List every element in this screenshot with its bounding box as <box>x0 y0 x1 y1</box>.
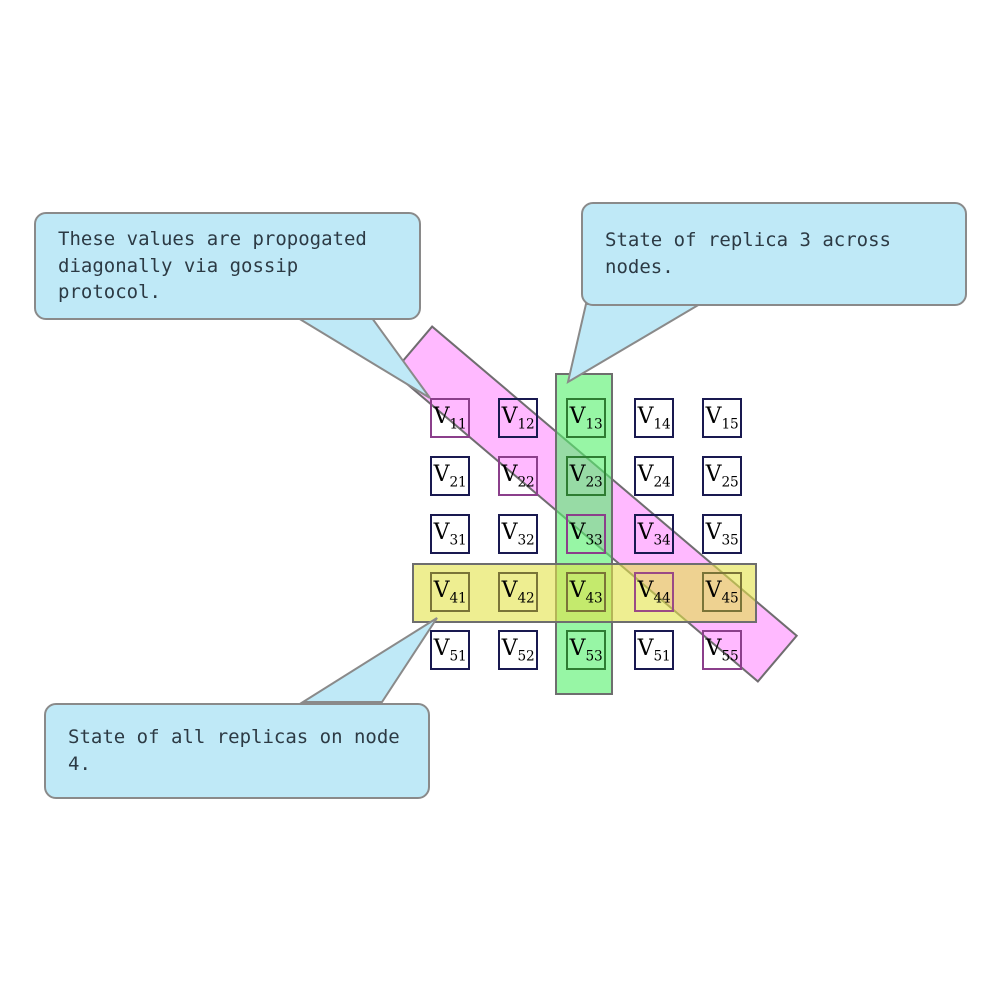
grid-cell-subscript: 21 <box>449 474 467 491</box>
callout-node-4-row: State of all replicas on node 4. <box>44 703 430 799</box>
grid-cell-v15: V15 <box>702 398 742 438</box>
grid-cell-subscript: 45 <box>721 590 739 607</box>
grid-cell-subscript: 15 <box>721 416 739 433</box>
grid-cell-subscript: 43 <box>585 590 603 607</box>
grid-cell-subscript: 34 <box>653 532 671 549</box>
grid-cell-v43: V43 <box>566 572 606 612</box>
grid-cell-v12: V12 <box>498 398 538 438</box>
grid-cell-label: V52 <box>501 635 535 665</box>
grid-cell-v41: V41 <box>430 572 470 612</box>
grid-cell-subscript: 13 <box>585 416 603 433</box>
grid-cell-v52: V52 <box>498 630 538 670</box>
grid-cell-v44: V44 <box>634 572 674 612</box>
grid-cell-subscript: 52 <box>517 648 535 665</box>
grid-cell-subscript: 35 <box>721 532 739 549</box>
grid-cell-subscript: 24 <box>653 474 671 491</box>
grid-cell-subscript: 41 <box>449 590 467 607</box>
grid-cell-label: V23 <box>569 461 603 491</box>
replica-3-column-band <box>555 373 613 695</box>
grid-cell-label: V45 <box>705 577 739 607</box>
grid-cell-v23: V23 <box>566 456 606 496</box>
grid-cell-label: V24 <box>637 461 671 491</box>
grid-cell-label: V33 <box>569 519 603 549</box>
grid-cell-v51: V51 <box>634 630 674 670</box>
grid-cell-subscript: 55 <box>721 648 739 665</box>
grid-cell-v33: V33 <box>566 514 606 554</box>
grid-cell-subscript: 31 <box>449 532 467 549</box>
grid-cell-v22: V22 <box>498 456 538 496</box>
grid-cell-subscript: 44 <box>653 590 671 607</box>
grid-cell-label: V51 <box>433 635 467 665</box>
grid-cell-v13: V13 <box>566 398 606 438</box>
grid-cell-subscript: 33 <box>585 532 603 549</box>
grid-cell-subscript: 51 <box>449 648 467 665</box>
grid-cell-label: V34 <box>637 519 671 549</box>
callout-replica-3-column: State of replica 3 across nodes. <box>581 202 967 306</box>
grid-cell-v14: V14 <box>634 398 674 438</box>
grid-cell-label: V13 <box>569 403 603 433</box>
callout-gossip-diagonal: These values are propogated diagonally v… <box>34 212 421 320</box>
grid-cell-subscript: 23 <box>585 474 603 491</box>
grid-cell-label: V25 <box>705 461 739 491</box>
grid-cell-subscript: 51 <box>653 648 671 665</box>
grid-cell-v55: V55 <box>702 630 742 670</box>
grid-cell-label: V14 <box>637 403 671 433</box>
grid-cell-v24: V24 <box>634 456 674 496</box>
grid-cell-subscript: 32 <box>517 532 535 549</box>
grid-cell-label: V22 <box>501 461 535 491</box>
grid-cell-label: V32 <box>501 519 535 549</box>
grid-cell-v34: V34 <box>634 514 674 554</box>
grid-cell-v21: V21 <box>430 456 470 496</box>
grid-cell-label: V41 <box>433 577 467 607</box>
callout-gossip-diagonal-text: These values are propogated diagonally v… <box>58 227 367 304</box>
grid-cell-label: V11 <box>433 403 467 433</box>
grid-cell-label: V42 <box>501 577 535 607</box>
grid-cell-label: V15 <box>705 403 739 433</box>
node-4-callout-tail <box>299 617 438 703</box>
grid-cell-v31: V31 <box>430 514 470 554</box>
grid-cell-subscript: 11 <box>449 416 467 433</box>
grid-cell-v11: V11 <box>430 398 470 438</box>
grid-cell-subscript: 42 <box>517 590 535 607</box>
grid-cell-label: V21 <box>433 461 467 491</box>
grid-cell-subscript: 25 <box>721 474 739 491</box>
grid-cell-v45: V45 <box>702 572 742 612</box>
grid-cell-label: V55 <box>705 635 739 665</box>
grid-cell-v35: V35 <box>702 514 742 554</box>
grid-cell-label: V35 <box>705 519 739 549</box>
grid-cell-subscript: 53 <box>585 648 603 665</box>
grid-cell-v53: V53 <box>566 630 606 670</box>
grid-cell-label: V44 <box>637 577 671 607</box>
grid-cell-label: V12 <box>501 403 535 433</box>
grid-cell-subscript: 14 <box>653 416 671 433</box>
grid-cell-v25: V25 <box>702 456 742 496</box>
grid-cell-label: V51 <box>637 635 671 665</box>
grid-cell-label: V53 <box>569 635 603 665</box>
grid-cell-label: V31 <box>433 519 467 549</box>
grid-cell-subscript: 22 <box>517 474 535 491</box>
grid-cell-v32: V32 <box>498 514 538 554</box>
grid-cell-v51: V51 <box>430 630 470 670</box>
grid-cell-label: V43 <box>569 577 603 607</box>
callout-replica-3-column-text: State of replica 3 across nodes. <box>605 229 891 278</box>
grid-cell-subscript: 12 <box>517 416 535 433</box>
callout-node-4-row-text: State of all replicas on node 4. <box>68 726 400 775</box>
grid-cell-v42: V42 <box>498 572 538 612</box>
